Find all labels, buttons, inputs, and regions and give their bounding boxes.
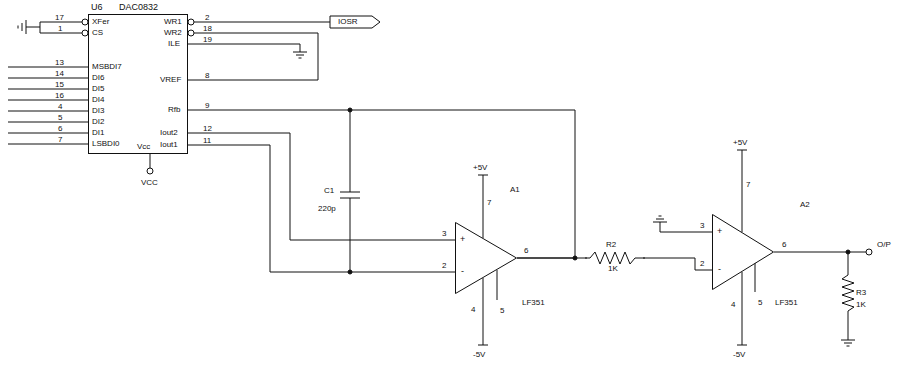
input-sign: + <box>460 234 465 245</box>
pin-label: O/P <box>877 240 891 250</box>
pin-label: 4 <box>58 102 62 112</box>
capacitor-symbol <box>340 108 360 274</box>
pin-label: DI3 <box>92 106 104 116</box>
pin-label: 1K <box>608 264 618 274</box>
pin-label: Rfb <box>168 105 180 115</box>
pin-label: Iout1 <box>160 140 178 150</box>
pin-label: +5V <box>733 138 747 148</box>
pin-label: -5V <box>733 350 745 360</box>
pin-label: 2 <box>442 261 446 271</box>
pin-label: 220p <box>318 204 336 214</box>
pin-label: 1K <box>856 300 866 310</box>
ic-name: U6 <box>91 2 103 13</box>
pin-label: 19 <box>203 35 212 45</box>
pin-label: DI2 <box>92 117 104 127</box>
opamp-outline <box>455 222 517 294</box>
pin-label: VREF <box>160 75 181 85</box>
opamp-outline <box>712 214 774 290</box>
pin-label: 18 <box>203 24 212 34</box>
input-sign: + <box>717 226 722 237</box>
pin-label: 16 <box>55 91 64 101</box>
pin-label: 6 <box>58 124 62 134</box>
pin-label: CS <box>92 28 103 38</box>
pin-label: 13 <box>55 58 64 68</box>
pin-label: 2 <box>205 13 209 23</box>
pin-label: 4 <box>471 305 475 315</box>
pin-label: 5 <box>58 113 62 123</box>
resistor-symbol <box>585 250 645 266</box>
signal-wire <box>188 133 455 240</box>
input-sign: - <box>718 264 721 275</box>
input-sign: - <box>461 266 464 277</box>
pin-label: 15 <box>55 80 64 90</box>
pin-label: LSBDI0 <box>92 139 120 149</box>
pin-label: A2 <box>800 200 810 210</box>
ic-name: DAC0832 <box>119 2 158 13</box>
opamp-triangle: +- <box>455 222 517 294</box>
pin-label: 3 <box>700 221 704 231</box>
pin-label: 7 <box>487 198 491 208</box>
pin-label: 9 <box>205 101 209 111</box>
ground-symbol <box>653 216 712 232</box>
opamp-triangle: +- <box>712 214 774 290</box>
dac-right-pins <box>147 16 380 174</box>
pin-label: -5V <box>473 350 485 360</box>
pin-label: 6 <box>524 246 528 256</box>
pin-label: 14 <box>55 69 64 79</box>
pin-label: Iout2 <box>160 128 178 138</box>
pin-label: Vcc <box>137 142 150 152</box>
pin-label: 11 <box>203 136 211 146</box>
pin-label: 8 <box>205 71 209 81</box>
pin-label: WR2 <box>164 28 182 38</box>
pin-label: 7 <box>58 135 62 145</box>
pin-label: 7 <box>746 180 750 190</box>
pin-label: IOSR <box>338 17 358 27</box>
pin-label: XFer <box>92 17 109 27</box>
pin-label: VCC <box>141 178 158 188</box>
output-stage <box>774 249 872 346</box>
ic-box: U6DAC0832 <box>88 14 188 154</box>
pin-label: MSBDI7 <box>92 62 122 72</box>
pin-label: 5 <box>500 306 504 316</box>
signal-wire <box>188 110 575 258</box>
pin-label: DI4 <box>92 95 104 105</box>
dac-left-pins <box>8 19 88 144</box>
pin-label: 17 <box>55 13 64 23</box>
pin-label: C1 <box>324 186 334 196</box>
pin-label: 1 <box>58 24 62 34</box>
pin-label: 4 <box>731 300 735 310</box>
pin-label: +5V <box>473 163 487 173</box>
pin-label: 3 <box>442 229 446 239</box>
pin-label: DI6 <box>92 73 104 83</box>
pin-label: DI5 <box>92 84 104 94</box>
pin-label: 5 <box>758 298 762 308</box>
pin-label: A1 <box>510 185 520 195</box>
pin-label: WR1 <box>164 17 182 27</box>
pin-label: DI1 <box>92 128 104 138</box>
pin-label: LF351 <box>522 298 545 308</box>
pin-label: 6 <box>782 240 786 250</box>
pin-label: 12 <box>203 124 212 134</box>
pin-label: R2 <box>606 240 616 250</box>
pin-label: R3 <box>856 288 866 298</box>
pin-label: 2 <box>700 259 704 269</box>
signal-wire <box>188 145 455 272</box>
pin-label: LF351 <box>775 298 798 308</box>
pin-label: ILE <box>168 39 180 49</box>
